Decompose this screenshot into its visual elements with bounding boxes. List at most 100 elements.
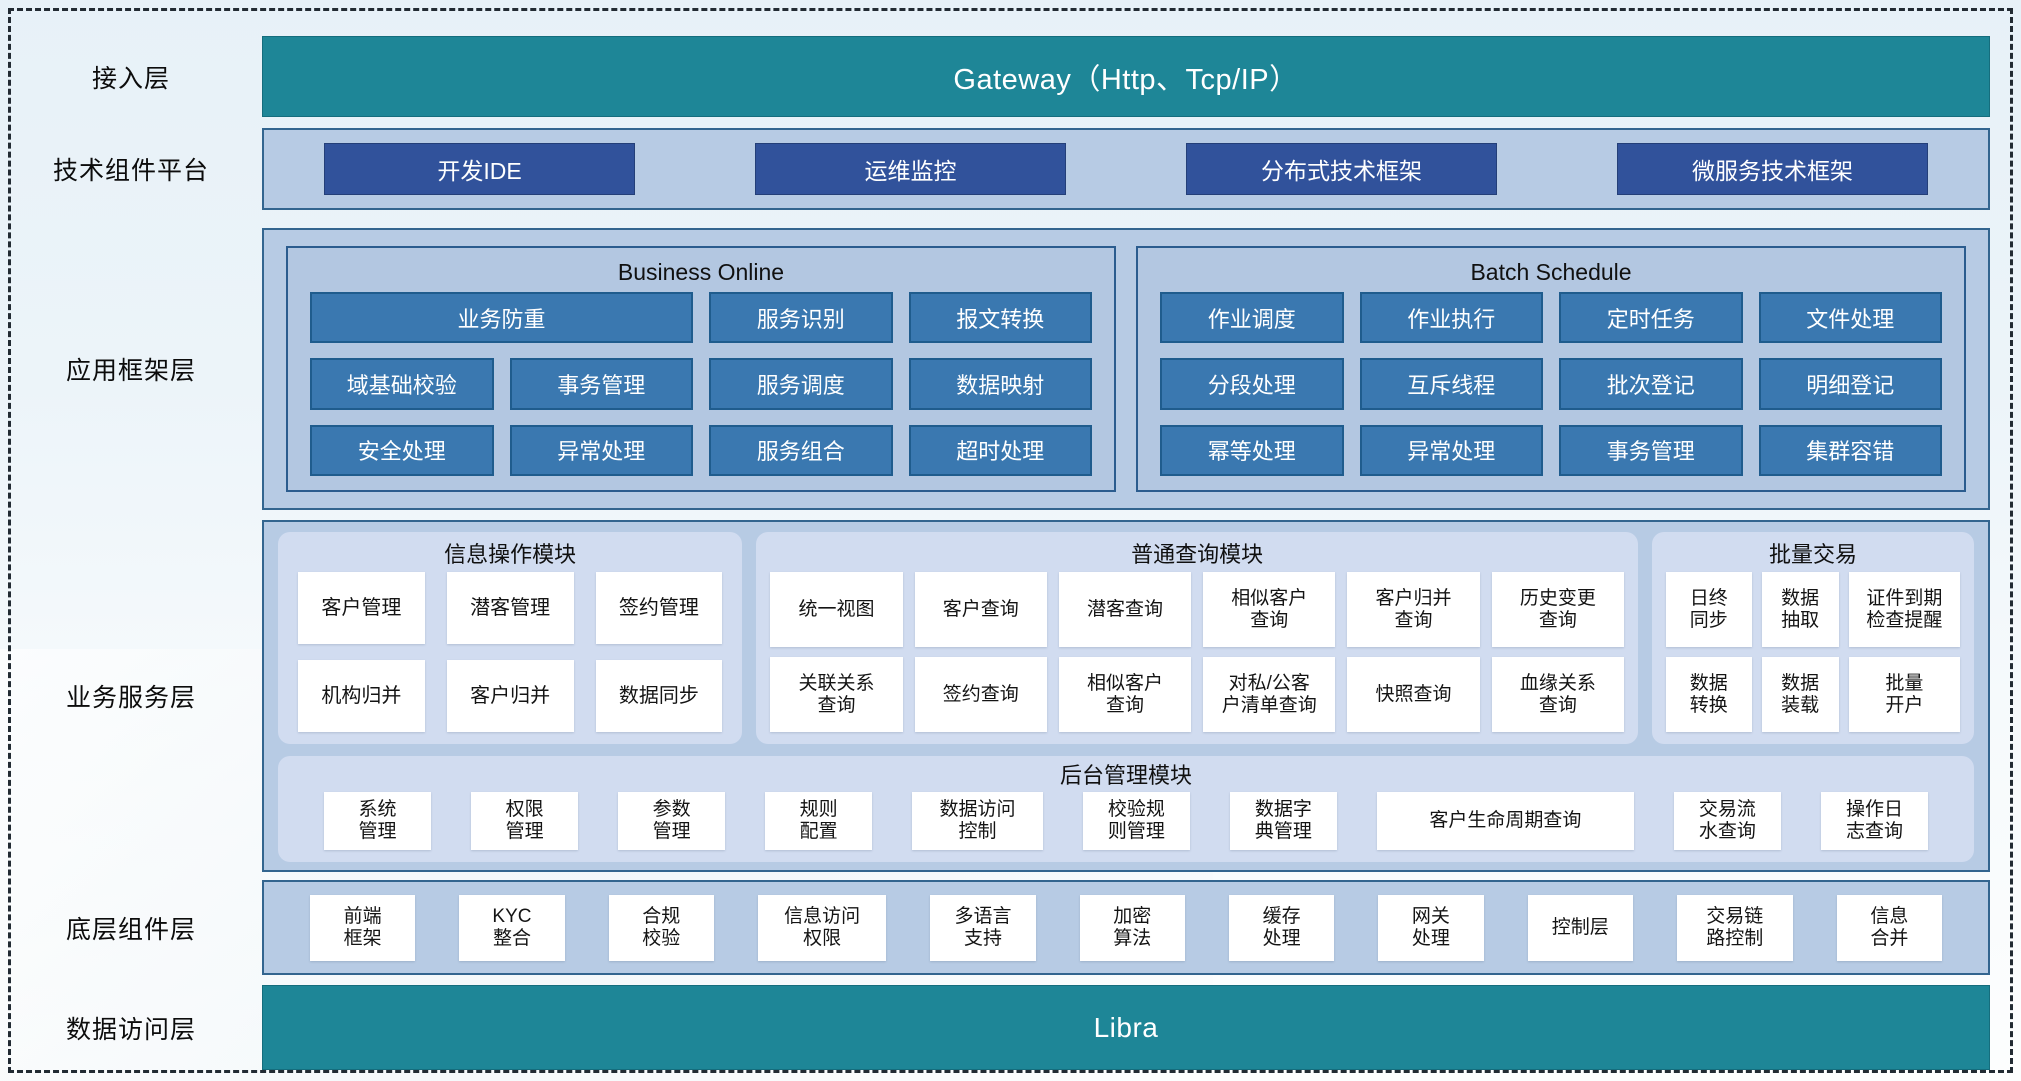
admin-module-title: 后台管理模块 <box>1059 763 1192 788</box>
fw-item: 明细登记 <box>1758 358 1942 410</box>
app-framework-gutter: 应用框架层 <box>0 228 262 510</box>
data-access-gutter: 数据访问层 <box>0 985 262 1070</box>
component-chip: 加密 算法 <box>1079 894 1185 961</box>
component-chip: 多语言 支持 <box>930 894 1036 961</box>
gateway-bar: Gateway（Http、Tcp/IP） <box>262 36 1990 117</box>
batch-trade-title: 批量交易 <box>1768 542 1857 567</box>
batch-trade-grid: 日终 同步 数据 抽取 证件到期 检查提醒 数据 转换 数据 装载 批量 开户 <box>1665 572 1960 732</box>
batch-schedule-grid: 作业调度 作业执行 定时任务 文件处理 分段处理 互斥线程 批次登记 明细登记 … <box>1160 292 1942 476</box>
component-chip: KYC 整合 <box>459 894 565 961</box>
component-chip: 合规 校验 <box>608 894 714 961</box>
fw-item: 异常处理 <box>509 424 693 476</box>
service-chip: 签约管理 <box>595 572 723 644</box>
fw-item: 文件处理 <box>1758 292 1942 344</box>
business-service-row: 业务服务层 信息操作模块 客户管理 潜客管理 签约管理 机构归并 客户归并 数据… <box>0 520 2021 872</box>
info-operation-grid: 客户管理 潜客管理 签约管理 机构归并 客户归并 数据同步 <box>292 572 728 732</box>
component-chip: 前端 框架 <box>310 894 416 961</box>
data-access-row: 数据访问层 Libra <box>0 985 2021 1070</box>
service-chip: 统一视图 <box>770 572 903 647</box>
service-chip: 相似客户 查询 <box>1058 657 1192 732</box>
fw-item: 业务防重 <box>310 292 693 344</box>
base-components-label: 底层组件层 <box>65 915 196 944</box>
admin-module-panel: 后台管理模块 系统 管理 权限 管理 参数 管理 规则 配置 数据访问 控制 校… <box>278 756 1974 862</box>
service-chip: 客户归并 <box>446 660 574 732</box>
query-module-title: 普通查询模块 <box>1131 542 1264 567</box>
service-chip: 数据字 典管理 <box>1229 792 1337 850</box>
service-chip: 签约查询 <box>914 657 1047 732</box>
business-service-label: 业务服务层 <box>65 684 196 712</box>
component-chip: 网关 处理 <box>1378 894 1484 961</box>
fw-item: 定时任务 <box>1559 292 1743 344</box>
libra-bar: Libra <box>262 985 1990 1070</box>
fw-item: 报文转换 <box>908 292 1092 344</box>
batch-schedule-panel: Batch Schedule 作业调度 作业执行 定时任务 文件处理 分段处理 … <box>1136 246 1966 492</box>
service-chip: 对私/公客 户清单查询 <box>1203 657 1336 732</box>
business-service-gutter: 业务服务层 <box>0 520 262 872</box>
base-components-row: 底层组件层 前端 框架 KYC 整合 合规 校验 信息访问 权限 多语言 支持 … <box>0 880 2021 975</box>
fw-item: 服务调度 <box>709 358 893 410</box>
service-chip: 潜客管理 <box>446 572 574 644</box>
service-chip: 客户生命周期查询 <box>1376 792 1634 850</box>
service-chip: 相似客户 查询 <box>1203 572 1336 647</box>
spacer <box>0 975 2021 985</box>
fw-item: 互斥线程 <box>1359 358 1543 410</box>
component-chip: 信息访问 权限 <box>757 894 887 961</box>
tech-platform-row: 技术组件平台 开发IDE 运维监控 分布式技术框架 微服务技术框架 <box>0 128 2021 210</box>
tech-button-ops-monitor: 运维监控 <box>755 143 1066 195</box>
component-chip: 交易链 路控制 <box>1676 894 1793 961</box>
info-operation-title: 信息操作模块 <box>444 542 577 567</box>
fw-item: 分段处理 <box>1160 358 1344 410</box>
service-chip: 历史变更 查询 <box>1491 572 1624 647</box>
fw-item: 安全处理 <box>310 424 494 476</box>
fw-item: 幂等处理 <box>1160 424 1344 476</box>
service-chip: 客户管理 <box>298 572 425 644</box>
business-online-panel: Business Online 业务防重 服务识别 报文转换 域基础校验 事务管… <box>286 246 1116 492</box>
fw-item: 作业执行 <box>1359 292 1543 344</box>
spacer <box>0 510 2021 520</box>
spacer <box>0 872 2021 880</box>
business-service-box: 信息操作模块 客户管理 潜客管理 签约管理 机构归并 客户归并 数据同步 普通查… <box>262 520 1990 872</box>
service-chip: 数据 装载 <box>1761 657 1839 732</box>
info-operation-panel: 信息操作模块 客户管理 潜客管理 签约管理 机构归并 客户归并 数据同步 <box>278 532 743 744</box>
tech-button-microservice-framework: 微服务技术框架 <box>1617 143 1928 195</box>
tech-platform-bar: 开发IDE 运维监控 分布式技术框架 微服务技术框架 <box>262 128 1990 210</box>
spacer <box>0 210 2021 228</box>
access-layer-gutter: 接入层 <box>0 36 262 117</box>
service-chip: 客户归并 查询 <box>1347 572 1480 647</box>
fw-item: 作业调度 <box>1160 292 1344 344</box>
service-chip: 系统 管理 <box>324 792 432 850</box>
fw-item: 数据映射 <box>908 358 1092 410</box>
app-framework-box: Business Online 业务防重 服务识别 报文转换 域基础校验 事务管… <box>262 228 1990 510</box>
service-chip: 证件到期 检查提醒 <box>1848 572 1960 647</box>
service-chip: 规则 配置 <box>765 792 873 850</box>
service-chip: 日终 同步 <box>1665 572 1752 647</box>
tech-button-ide: 开发IDE <box>324 143 635 195</box>
service-chip: 快照查询 <box>1347 657 1480 732</box>
service-chip: 血缘关系 查询 <box>1491 657 1624 732</box>
service-chip: 批量 开户 <box>1848 657 1960 732</box>
component-chip: 控制层 <box>1527 894 1633 961</box>
tech-platform-gutter: 技术组件平台 <box>0 128 262 210</box>
service-chip: 机构归并 <box>298 660 425 732</box>
service-chip: 操作日 志查询 <box>1820 792 1928 850</box>
spacer <box>0 117 2021 128</box>
batch-trade-panel: 批量交易 日终 同步 数据 抽取 证件到期 检查提醒 数据 转换 数据 装载 批… <box>1651 532 1974 744</box>
service-chip: 数据 抽取 <box>1761 572 1839 647</box>
service-chip: 数据访问 控制 <box>912 792 1043 850</box>
access-layer-row: 接入层 Gateway（Http、Tcp/IP） <box>0 36 2021 117</box>
batch-schedule-title: Batch Schedule <box>1470 258 1632 285</box>
base-components-grid: 前端 框架 KYC 整合 合规 校验 信息访问 权限 多语言 支持 加密 算法 … <box>310 894 1942 961</box>
component-chip: 信息 合并 <box>1836 894 1942 961</box>
data-access-label: 数据访问层 <box>65 1015 196 1044</box>
access-layer-label: 接入层 <box>91 64 170 93</box>
admin-module-grid: 系统 管理 权限 管理 参数 管理 规则 配置 数据访问 控制 校验规 则管理 … <box>324 792 1928 850</box>
query-module-panel: 普通查询模块 统一视图 客户查询 潜客查询 相似客户 查询 客户归并 查询 历史… <box>756 532 1638 744</box>
fw-item: 批次登记 <box>1559 358 1743 410</box>
service-chip: 校验规 则管理 <box>1082 792 1190 850</box>
service-chip: 数据同步 <box>595 660 723 732</box>
service-chip: 权限 管理 <box>471 792 579 850</box>
fw-item: 异常处理 <box>1359 424 1543 476</box>
fw-item: 域基础校验 <box>310 358 494 410</box>
